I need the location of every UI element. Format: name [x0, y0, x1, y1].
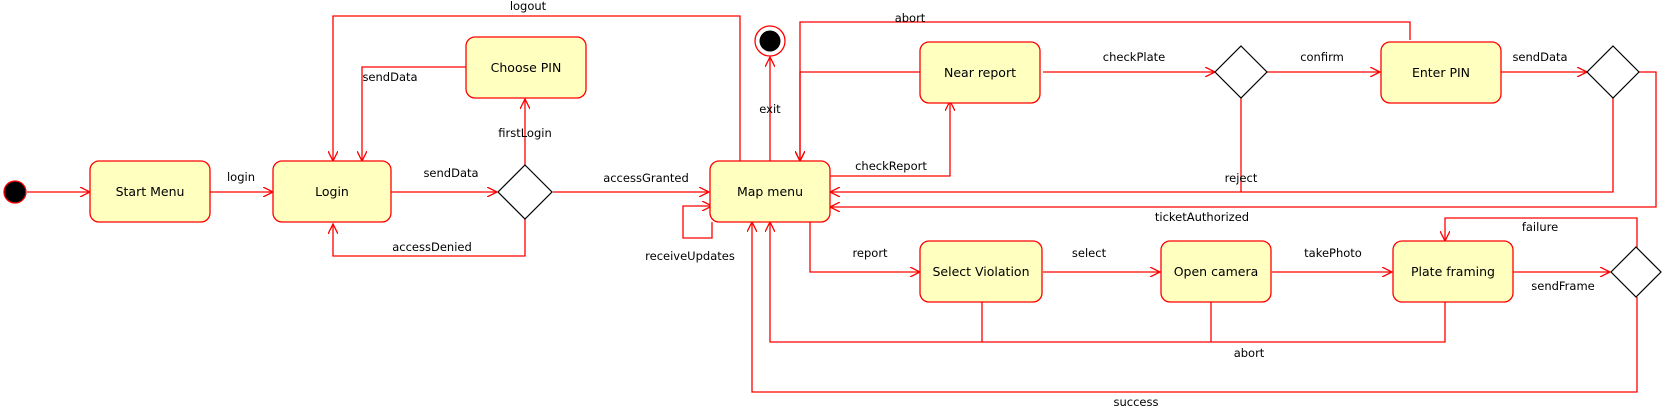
edge-logout — [333, 15, 741, 161]
edge-report — [809, 222, 920, 272]
label-ticket-authorized: ticketAuthorized — [1155, 210, 1249, 224]
state-plate-framing: Plate framing — [1392, 240, 1514, 303]
decision-near-report — [1214, 45, 1268, 99]
state-open-camera-label: Open camera — [1174, 264, 1259, 279]
edge-access-denied — [333, 217, 526, 257]
label-first-login: firstLogin — [498, 126, 552, 140]
state-select-violation: Select Violation — [919, 240, 1043, 303]
initial-node — [3, 180, 27, 204]
state-choose-pin: Choose PIN — [465, 36, 587, 99]
edge-abort-bottom — [770, 222, 1446, 343]
state-plate-framing-label: Plate framing — [1411, 264, 1495, 279]
label-send-data-pin: sendData — [362, 70, 417, 84]
edge-send-reject — [1241, 97, 1614, 193]
edge-abort-top — [800, 21, 1411, 161]
state-near-report-label: Near report — [944, 65, 1016, 80]
state-map-menu: Map menu — [709, 160, 831, 223]
edge-check-report — [828, 101, 950, 177]
label-login: login — [227, 170, 255, 184]
edge-ticket-authorized — [830, 71, 1657, 207]
edge-choose-pin-senddata — [362, 66, 466, 161]
label-send-frame: sendFrame — [1531, 279, 1595, 293]
final-node — [754, 25, 786, 57]
state-near-report: Near report — [919, 41, 1041, 104]
decision-plate-framing — [1610, 246, 1662, 298]
state-enter-pin-label: Enter PIN — [1412, 65, 1470, 80]
label-check-report: checkReport — [855, 159, 927, 173]
label-access-granted: accessGranted — [603, 171, 689, 185]
label-check-plate: checkPlate — [1103, 50, 1165, 64]
label-send-data-enter: sendData — [1512, 50, 1567, 64]
label-select: select — [1072, 246, 1107, 260]
label-exit: exit — [759, 102, 781, 116]
label-abort-top: abort — [895, 11, 926, 25]
state-map-menu-label: Map menu — [737, 184, 803, 199]
edge-failure — [1445, 217, 1638, 248]
state-open-camera: Open camera — [1160, 240, 1272, 303]
edge-receive-updates — [682, 206, 712, 239]
label-failure: failure — [1522, 220, 1558, 234]
label-confirm: confirm — [1300, 50, 1344, 64]
transitions — [27, 15, 1657, 393]
label-access-denied: accessDenied — [392, 240, 472, 254]
state-choose-pin-label: Choose PIN — [491, 60, 562, 75]
label-reject: reject — [1225, 171, 1258, 185]
label-send-data-login: sendData — [423, 166, 478, 180]
state-select-violation-label: Select Violation — [932, 264, 1029, 279]
decision-enter-pin — [1586, 45, 1640, 99]
state-login-label: Login — [315, 184, 349, 199]
label-receive-updates: receiveUpdates — [645, 249, 735, 263]
edge-success — [752, 222, 1638, 393]
edge-near-report-to-map — [800, 71, 920, 161]
state-start-menu: Start Menu — [89, 160, 211, 223]
label-report: report — [852, 246, 888, 260]
state-start-menu-label: Start Menu — [116, 184, 185, 199]
edge-reject — [830, 97, 1242, 192]
state-enter-pin: Enter PIN — [1380, 41, 1502, 104]
label-logout: logout — [510, 0, 547, 13]
state-login: Login — [272, 160, 392, 223]
label-take-photo: takePhoto — [1304, 246, 1362, 260]
decision-login — [497, 164, 553, 220]
label-success: success — [1114, 395, 1159, 408]
label-abort-bottom: abort — [1234, 346, 1265, 360]
